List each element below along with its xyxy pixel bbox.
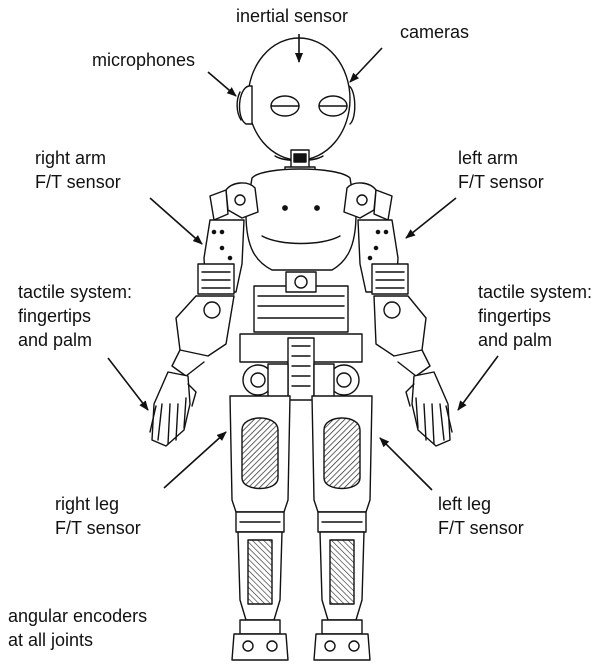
label-line: and palm <box>478 328 592 352</box>
arrow-cameras <box>350 48 382 82</box>
robot-pelvis <box>240 272 362 400</box>
robot-knees <box>236 512 366 532</box>
label-line: right leg <box>55 492 141 516</box>
label-left-leg-ft: left leg F/T sensor <box>438 492 524 540</box>
label-tactile-right: tactile system: fingertips and palm <box>478 280 592 352</box>
arrow-right-arm-ft <box>150 198 202 244</box>
label-line: microphones <box>92 48 195 72</box>
robot-head <box>237 38 355 161</box>
label-line: cameras <box>400 20 469 44</box>
label-right-leg-ft: right leg F/T sensor <box>55 492 141 540</box>
label-line: at all joints <box>8 628 147 652</box>
label-line: angular encoders <box>8 604 147 628</box>
label-inertial-sensor: inertial sensor <box>236 4 348 28</box>
label-line: left arm <box>458 146 544 170</box>
robot-shins <box>238 532 364 620</box>
label-left-arm-ft: left arm F/T sensor <box>458 146 544 194</box>
robot-torso <box>246 169 356 270</box>
label-tactile-left: tactile system: fingertips and palm <box>18 280 132 352</box>
label-line: and palm <box>18 328 132 352</box>
arrow-microphones <box>208 72 236 96</box>
label-line: F/T sensor <box>438 516 524 540</box>
label-line: inertial sensor <box>236 4 348 28</box>
arrow-tactile-left <box>108 358 148 410</box>
label-angular-encoders: angular encoders at all joints <box>8 604 147 652</box>
label-line: fingertips <box>18 304 132 328</box>
label-line: F/T sensor <box>458 170 544 194</box>
label-line: F/T sensor <box>35 170 121 194</box>
label-line: tactile system: <box>478 280 592 304</box>
robot-thighs <box>230 396 372 512</box>
label-microphones: microphones <box>92 48 195 72</box>
arrow-left-leg-ft <box>380 438 432 490</box>
label-right-arm-ft: right arm F/T sensor <box>35 146 121 194</box>
arrow-tactile-right <box>458 356 498 410</box>
label-line: tactile system: <box>18 280 132 304</box>
robot-feet <box>232 620 370 660</box>
label-line: F/T sensor <box>55 516 141 540</box>
arrow-left-arm-ft <box>406 198 456 238</box>
label-line: fingertips <box>478 304 592 328</box>
label-line: right arm <box>35 146 121 170</box>
label-line: left leg <box>438 492 524 516</box>
label-cameras: cameras <box>400 20 469 44</box>
